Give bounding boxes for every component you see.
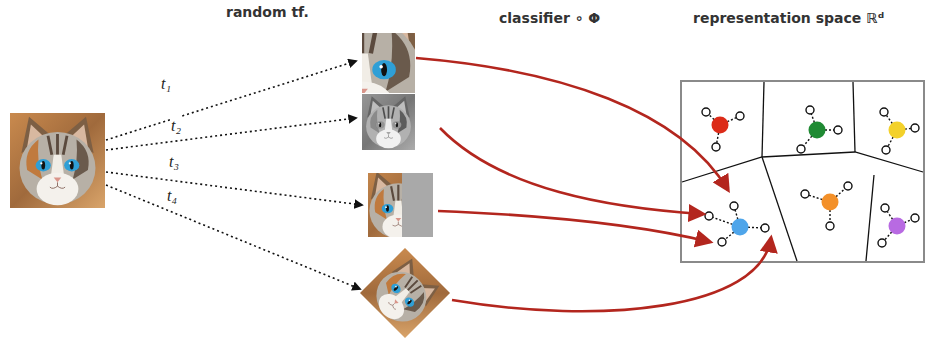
- voronoi-boundaries: [682, 82, 923, 261]
- transform-label: t₄: [166, 186, 178, 205]
- cat-photo: [10, 113, 105, 208]
- column-heading: classifier ∘ Φ: [499, 10, 600, 27]
- grayscale-view: [361, 94, 417, 150]
- cutout-view: [362, 169, 434, 241]
- transform-arrows: [106, 61, 362, 289]
- transform-label: t₃: [168, 152, 180, 171]
- transform-label: t₂: [170, 116, 182, 135]
- column-heading: random tf.: [226, 4, 309, 21]
- embedding-arrows: [416, 58, 771, 311]
- rotated-view: [360, 248, 451, 339]
- clusters: [702, 106, 919, 247]
- cutout-patch: [402, 173, 433, 237]
- column-heading: representation space ℝᵈ: [693, 10, 884, 27]
- transform-label: t₁: [160, 74, 172, 93]
- representation-space: [681, 81, 924, 262]
